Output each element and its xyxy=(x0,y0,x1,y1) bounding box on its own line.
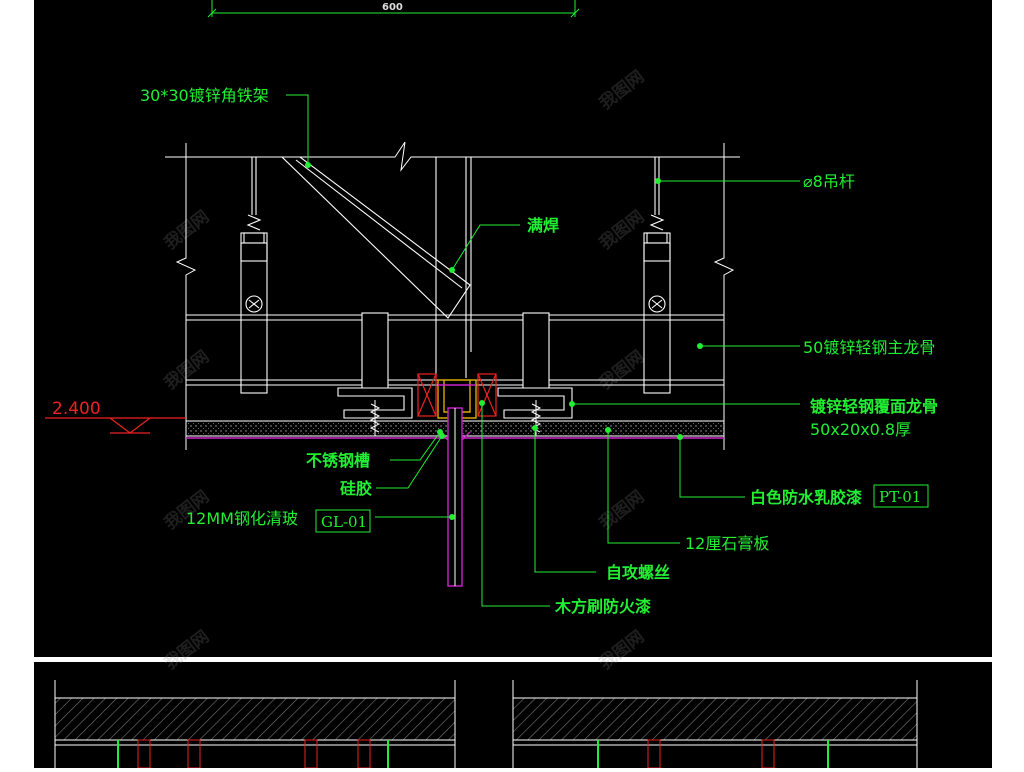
label-paint: 白色防水乳胶漆 xyxy=(750,488,862,507)
label-cover-keel: 镀锌轻钢覆面龙骨 xyxy=(810,397,938,416)
vertical-post xyxy=(435,157,472,378)
label-angle-frame: 30*30镀锌角铁架 xyxy=(140,86,269,105)
dimension-value: 600 xyxy=(382,2,403,13)
label-silicone: 硅胶 xyxy=(340,479,372,498)
hanger-right xyxy=(643,157,671,394)
break-lines xyxy=(175,143,735,450)
canvas-background-upper xyxy=(34,0,992,657)
wood-strips xyxy=(417,373,497,417)
label-glass: 12MM钢化清玻 xyxy=(186,509,298,528)
cross-keel-left xyxy=(337,312,413,419)
glass-tag-box xyxy=(315,509,371,533)
cross-keel-right xyxy=(497,312,573,419)
lower-detail-left xyxy=(54,680,456,769)
label-full-weld: 满焊 xyxy=(527,216,559,235)
label-cover-keel-spec: 50x20x0.8厚 xyxy=(810,420,911,439)
label-hanger-rod: ⌀8吊杆 xyxy=(803,172,855,191)
label-steel-slot: 不锈钢槽 xyxy=(306,451,370,470)
hanger-left xyxy=(240,157,268,394)
label-wood-strip: 木方刷防火漆 xyxy=(554,597,651,616)
elevation-value: 2.400 xyxy=(52,399,101,419)
label-main-keel: 50镀锌轻钢主龙骨 xyxy=(803,338,935,357)
paint-tag-box xyxy=(873,484,929,508)
label-screw: 自攻螺丝 xyxy=(606,563,670,582)
top-dimension xyxy=(207,0,580,18)
angle-steel-brace xyxy=(280,156,471,319)
lower-detail-right xyxy=(512,680,918,769)
paint-tag: PT-01 xyxy=(879,488,921,506)
glass-tag: GL-01 xyxy=(321,513,367,531)
glass-panel xyxy=(439,407,471,587)
leader-lines xyxy=(286,94,800,607)
label-gypsum: 12厘石膏板 xyxy=(685,534,769,553)
elevation-marker xyxy=(45,417,186,434)
leader-dots xyxy=(305,162,703,520)
